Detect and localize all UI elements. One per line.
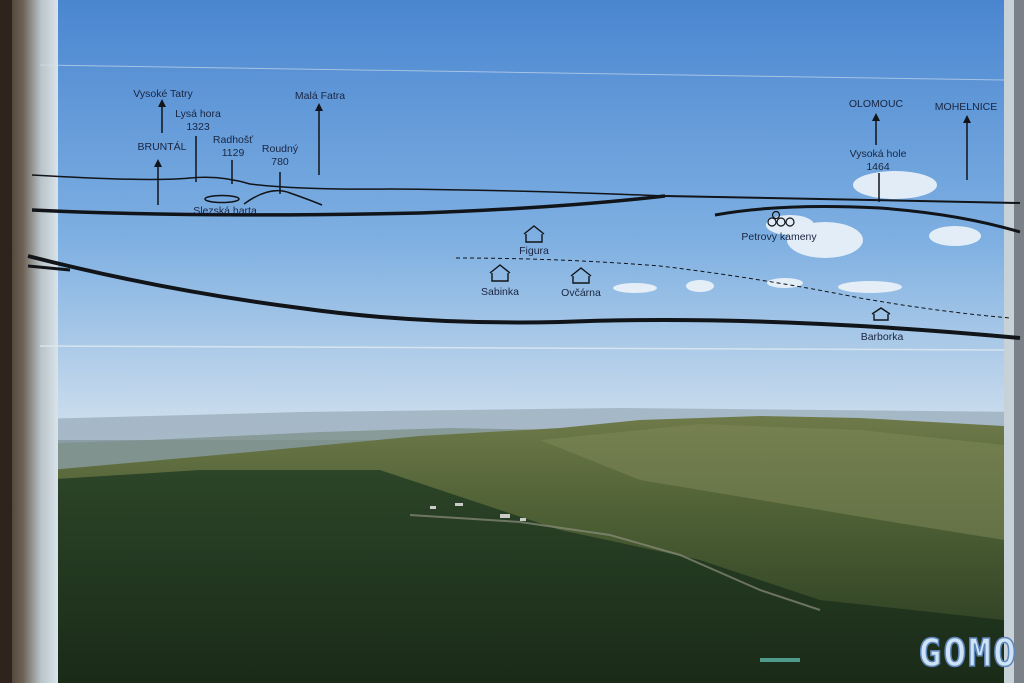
- label-bruntal: BRUNTÁL: [137, 141, 187, 153]
- hut-barborka-icon: [871, 307, 891, 321]
- foreground-ridge-line: [27, 254, 1021, 340]
- label-ovcarna: Ovčárna: [561, 287, 601, 299]
- panorama-drawing: [27, 101, 1021, 340]
- label-olomouc: OLOMOUC: [848, 98, 904, 110]
- meadow: [540, 424, 1004, 540]
- label-lysa-hora: Lysá hora: [175, 108, 221, 120]
- sky: [0, 0, 1024, 440]
- hut-icons: [489, 225, 891, 321]
- label-barborka: Barborka: [860, 331, 904, 343]
- clouds: [613, 171, 981, 293]
- label-radhost-altitude: 1129: [221, 147, 245, 159]
- horizon-line-thick-left: [31, 194, 666, 217]
- label-sabinka: Sabinka: [481, 286, 519, 298]
- label-slezska-harta: Slezská harta: [193, 205, 257, 217]
- label-figura: Figura: [519, 245, 549, 257]
- slezska-harta-lake: [204, 194, 240, 204]
- road: [409, 514, 821, 611]
- glass-seam-top: [39, 64, 1005, 81]
- ridge-line-right: [714, 205, 1021, 234]
- horizon-line-right: [664, 195, 1021, 204]
- label-roudny: Roudný: [261, 143, 299, 155]
- label-mala-fatra: Malá Fatra: [294, 90, 346, 102]
- window-frame-left-edge: [0, 0, 12, 683]
- horizon-line-thin: [31, 174, 666, 197]
- dashed-trail: [455, 257, 1011, 319]
- label-vysoka-hole: Vysoká hole: [849, 148, 907, 160]
- hut-sabinka-icon: [489, 264, 511, 282]
- label-vysoke-tatry: Vysoké Tatry: [133, 88, 193, 100]
- forest: [40, 470, 1004, 683]
- petrovy-kameny-rocks-icon: [767, 210, 795, 227]
- label-roudny-altitude: 780: [271, 156, 289, 168]
- glass-seam-middle: [39, 345, 1005, 351]
- label-radhost: Radhošť: [212, 134, 254, 146]
- window-frame-right-edge: [1014, 0, 1024, 683]
- watermark-logo: GOMO: [918, 630, 1018, 676]
- hut-figura-icon: [523, 225, 545, 243]
- hut-ovcarna-icon: [570, 267, 592, 284]
- arrowheads: [154, 99, 971, 167]
- label-mohelnice: MOHELNICE: [934, 101, 998, 113]
- foreground-ridge-line-2: [27, 264, 71, 272]
- label-petrovy-kameny: Petrovy kameny: [741, 231, 817, 243]
- label-vysoka-hole-altitude: 1464: [866, 161, 890, 173]
- label-lysa-hora-altitude: 1323: [186, 121, 210, 133]
- roudny-hill-sketch: [243, 189, 323, 206]
- village-buildings: [430, 503, 800, 662]
